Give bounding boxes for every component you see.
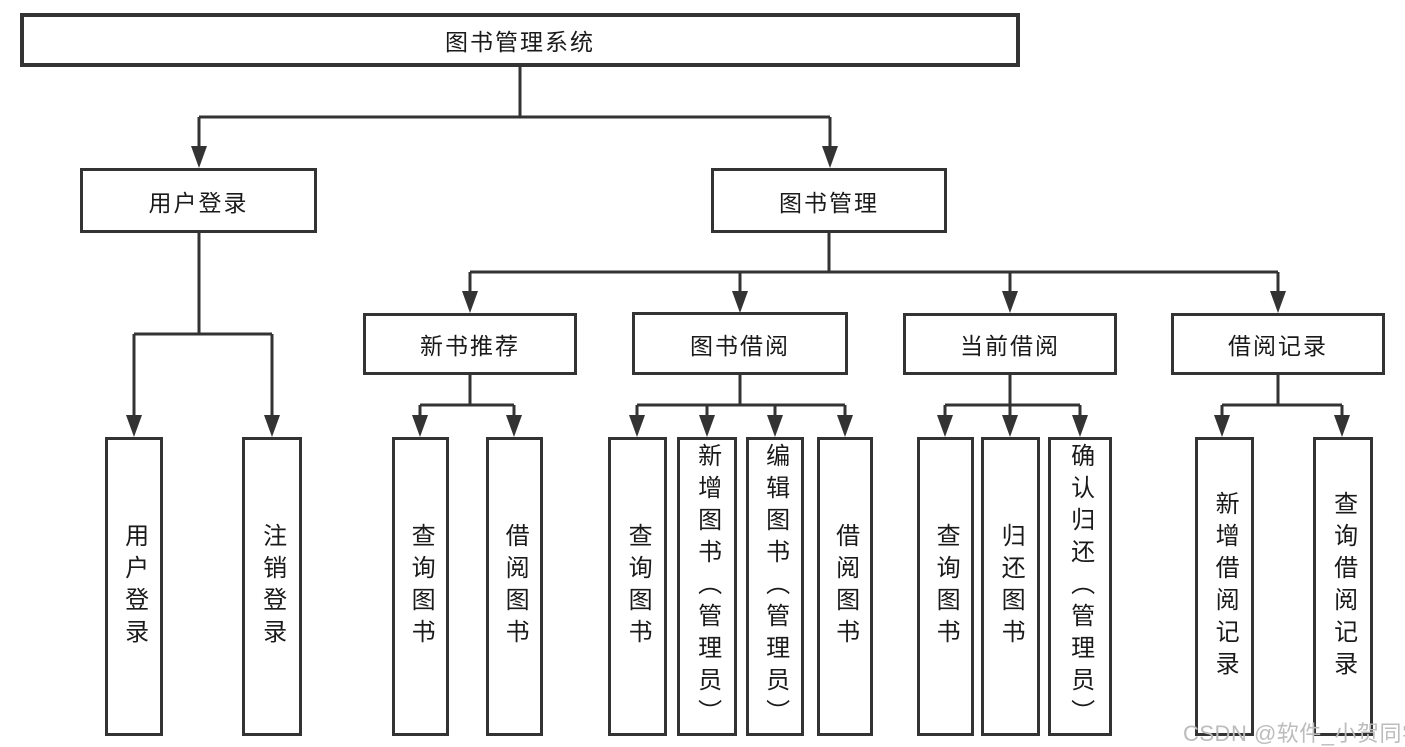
arrowhead-icon [1270, 291, 1286, 313]
leaf-user-login: 用户登录 [105, 437, 163, 736]
node-book-borrow: 图书借阅 [632, 312, 848, 375]
node-label: 借阅记录 [1228, 333, 1328, 359]
node-label: 当前借阅 [960, 333, 1060, 359]
arrowhead-icon [126, 415, 142, 437]
arrowhead-icon [1072, 415, 1088, 437]
node-root-system: 图书管理系统 [20, 13, 1020, 67]
connector-book-borrow-children [635, 375, 847, 420]
node-label: 借阅图书 [831, 522, 859, 651]
leaf-return-books: 归还图书 [981, 437, 1040, 736]
leaf-query-books-current: 查询图书 [917, 437, 974, 736]
connector-root-to-level2 [197, 67, 832, 150]
leaf-borrow-books: 借阅图书 [817, 437, 873, 736]
node-label: 新增借阅记录 [1211, 490, 1239, 683]
arrowhead-icon [732, 291, 748, 313]
node-label: 借阅图书 [501, 522, 529, 651]
node-label: 新书推荐 [420, 333, 520, 359]
arrowhead-icon [699, 415, 715, 437]
node-new-book-recommend: 新书推荐 [363, 313, 577, 375]
leaf-logout: 注销登录 [242, 437, 302, 736]
leaf-add-books-admin: 新增图书（管理员） [677, 437, 737, 736]
arrowhead-icon [1002, 291, 1018, 313]
node-label: 图书管理系统 [445, 29, 595, 55]
arrowhead-icon [629, 415, 645, 437]
csdn-watermark: CSDN @软件_小贺同学 [1183, 721, 1405, 746]
node-label: 图书借阅 [690, 332, 790, 359]
node-label: 确认归还（管理员） [1066, 442, 1094, 731]
leaf-query-borrow-record: 查询借阅记录 [1313, 437, 1373, 736]
node-label: 用户登录 [120, 522, 148, 651]
connector-book-management-children [468, 233, 1280, 296]
leaf-confirm-return-admin: 确认归还（管理员） [1048, 437, 1112, 736]
arrowhead-icon [264, 415, 280, 437]
arrowhead-icon [1214, 415, 1230, 437]
connector-current-borrow-children [943, 375, 1082, 420]
connector-new-book-recommend-children [418, 375, 516, 420]
arrowhead-icon [1334, 415, 1350, 437]
arrowhead-icon [767, 415, 783, 437]
node-label: 用户登录 [148, 189, 249, 216]
connector-user-login-children [132, 233, 274, 420]
node-book-management: 图书管理 [711, 168, 947, 233]
arrowhead-icon [191, 146, 207, 168]
node-label: 查询图书 [624, 522, 652, 651]
arrowhead-icon [822, 146, 838, 168]
node-user-login: 用户登录 [80, 168, 317, 233]
leaf-add-borrow-record: 新增借阅记录 [1195, 437, 1254, 736]
node-label: 查询图书 [932, 522, 960, 651]
node-current-borrow: 当前借阅 [903, 313, 1117, 375]
arrowhead-icon [506, 415, 522, 437]
connector-borrow-records-children [1220, 375, 1344, 420]
arrowhead-icon [1002, 415, 1018, 437]
arrowhead-icon [412, 415, 428, 437]
leaf-borrow-books-recommend: 借阅图书 [486, 437, 543, 736]
node-label: 新增图书（管理员） [693, 442, 721, 731]
node-borrow-records: 借阅记录 [1171, 313, 1385, 375]
node-label: 注销登录 [258, 522, 286, 651]
arrowhead-icon [837, 415, 853, 437]
node-label: 图书管理 [779, 189, 879, 216]
node-label: 编辑图书（管理员） [761, 442, 789, 731]
node-label: 归还图书 [997, 522, 1025, 651]
arrowhead-icon [462, 291, 478, 313]
node-label: 查询借阅记录 [1329, 490, 1357, 683]
node-label: 查询图书 [407, 522, 435, 651]
leaf-query-books-borrow: 查询图书 [608, 437, 667, 736]
leaf-edit-books-admin: 编辑图书（管理员） [746, 437, 804, 736]
leaf-query-books-recommend: 查询图书 [392, 437, 449, 736]
arrowhead-icon [937, 415, 953, 437]
